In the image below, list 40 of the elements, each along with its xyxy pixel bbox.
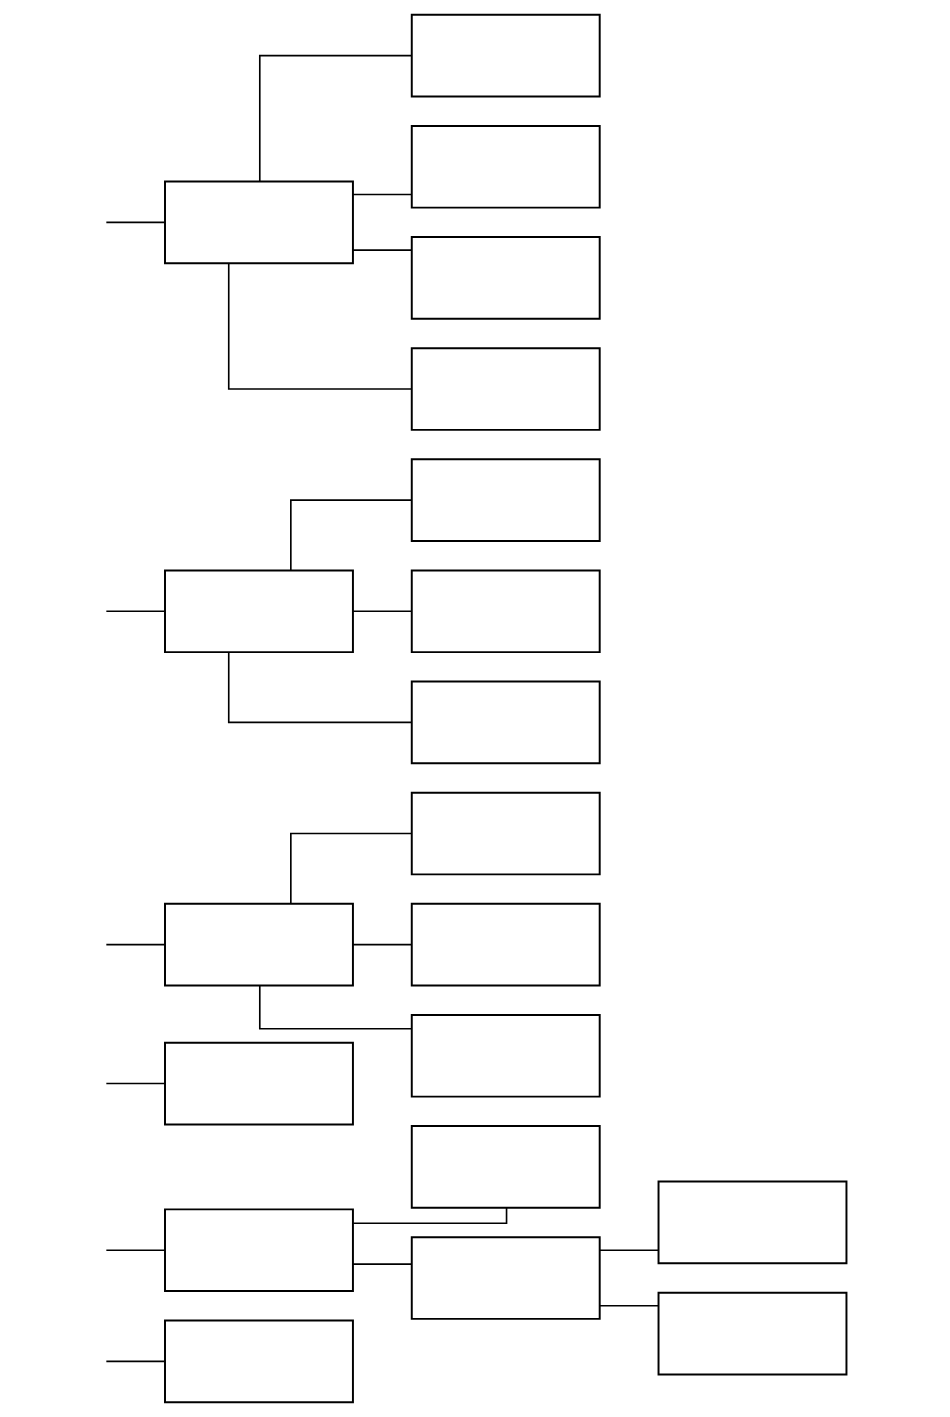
node-box [163, 1208, 354, 1293]
node-box [657, 1291, 847, 1376]
connector [598, 1305, 659, 1307]
connector [105, 943, 166, 946]
connector [105, 1082, 166, 1085]
node-box [410, 458, 601, 542]
connector [258, 54, 412, 182]
connector [105, 221, 166, 224]
connector [105, 1360, 166, 1363]
node-box [410, 680, 601, 765]
connector [351, 1263, 412, 1265]
node-box [410, 347, 601, 431]
connector [227, 262, 412, 390]
node-box [410, 569, 601, 654]
node-box [163, 180, 354, 265]
node-box [410, 791, 601, 876]
node-box [163, 569, 354, 654]
node-box [410, 13, 601, 98]
connector [598, 1249, 659, 1252]
connector [351, 1207, 507, 1225]
node-box [163, 1319, 354, 1404]
connector [105, 610, 166, 613]
connector [258, 984, 412, 1030]
connector [351, 610, 412, 613]
node-box [410, 236, 601, 320]
node-box [410, 1013, 601, 1098]
connector [351, 249, 412, 251]
node-box [410, 124, 601, 209]
node-box [410, 902, 601, 987]
node-box [410, 1236, 601, 1320]
connector [105, 1249, 166, 1252]
node-box [163, 902, 354, 987]
connector [227, 651, 412, 724]
connector [351, 193, 412, 196]
connector [289, 499, 412, 571]
node-box [657, 1180, 847, 1265]
node-box [163, 1041, 354, 1126]
connector [289, 832, 412, 905]
node-box [410, 1125, 601, 1209]
connector [351, 943, 412, 946]
